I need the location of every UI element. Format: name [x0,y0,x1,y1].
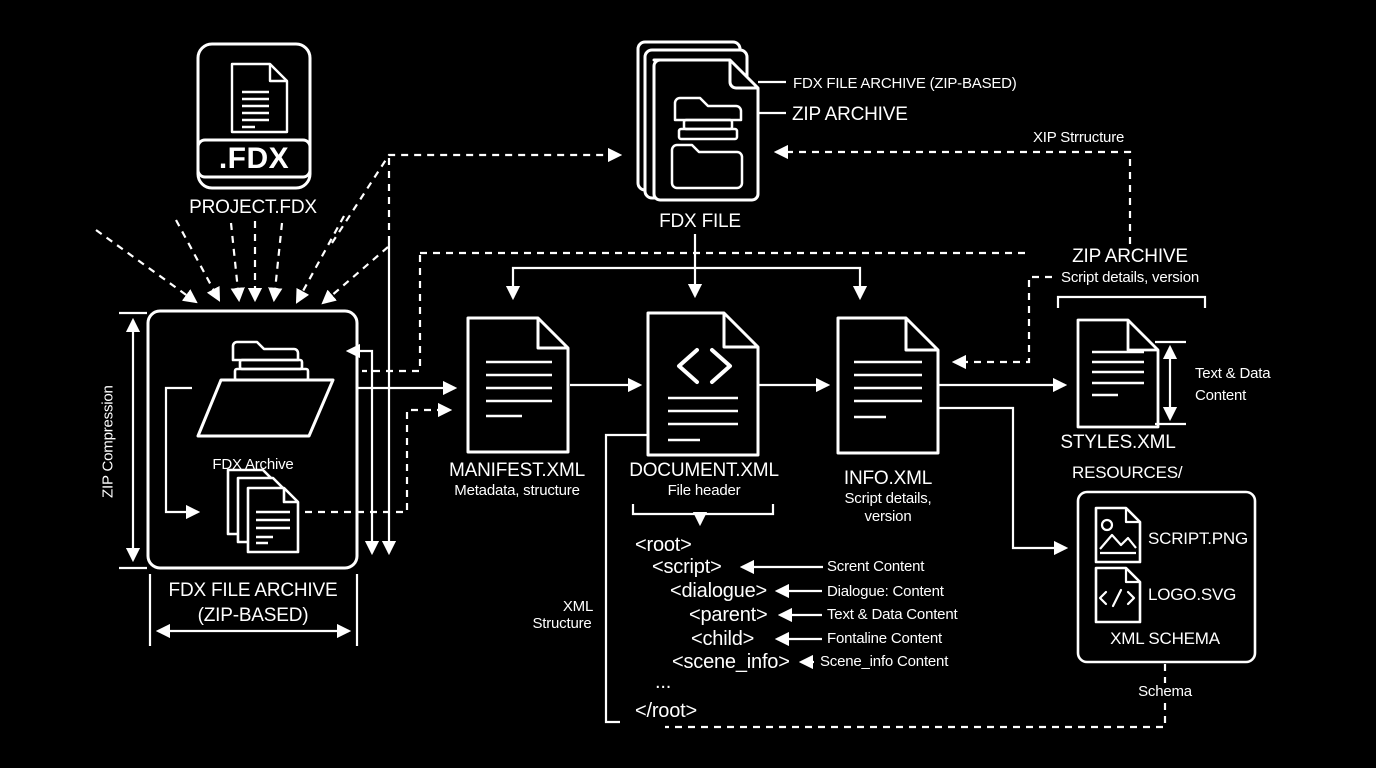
tree-note-dialogue: Dialogue: Content [827,583,944,600]
fdx-archive-label: FDX Archive [212,456,294,473]
image-file-icon [1094,506,1142,564]
resources-box [1076,490,1257,664]
styles-top-bracket [1056,295,1207,308]
manifest-doc-icon [466,316,570,454]
tree-annotation-arrows [739,559,823,670]
code-chevrons-glyph [677,348,732,384]
resources-title: RESOURCES/ [1072,463,1183,482]
tree-tag-child: <child> [691,628,755,650]
tree-tag-scene-info: <scene_info> [672,651,790,673]
styles-title: STYLES.XML [1060,432,1176,453]
fdx-file-stack-icon [636,40,760,202]
schema-label: Schema [1133,683,1197,701]
manifest-subtitle: Metadata, structure [454,482,580,499]
file-header-bracket [631,504,775,527]
tree-note-script: Scrent Content [827,558,925,575]
text-data-measure-line2: Content [1195,387,1247,404]
tree-tag-root-open: <root> [635,534,692,556]
document-title: DOCUMENT.XML [629,460,779,481]
document-subtitle: File header [667,482,741,499]
zip-archive-callout: ZIP ARCHIVE [792,104,908,125]
tree-note-parent: Text & Data Content [827,606,958,623]
tree-tag-root-close: </root> [635,700,697,722]
document-glyph [230,62,289,134]
project-fdx-label: PROJECT.FDX [189,197,317,218]
tree-note-scene-info: Scene_info Content [820,653,949,670]
tree-note-child: Fontaline Content [827,630,943,647]
manifest-title: MANIFEST.XML [449,460,585,481]
fan-dashed-arrows [95,215,389,305]
text-data-measure [1155,340,1186,426]
styles-doc-icon [1076,318,1160,429]
fdx-archive-box [146,309,359,570]
text-data-measure-line1: Text & Data [1195,365,1271,382]
zip-archive-right-title: ZIP ARCHIVE [1072,246,1188,267]
tree-tag-script: <script> [652,556,722,578]
info-doc-icon [836,316,940,455]
fdx-file-archive-callout: FDX FILE ARCHIVE (ZIP-BASED) [793,75,1017,92]
documents-stack-icon [226,468,300,554]
info-subtitle1: Script details, [844,490,932,507]
tree-ellipsis: ... [655,671,672,693]
xip-structure-label: XIP Strructure [1033,129,1125,146]
tree-tag-parent: <parent> [689,604,768,626]
folder-in-file-icon [670,96,744,190]
xml-structure-label-line2: Structure [532,615,592,632]
tree-tag-dialogue: <dialogue> [670,580,767,602]
xml-structure-label-line1: XML [562,598,594,615]
zip-based-measure [148,574,359,646]
zip-compression-label: ZIP Compression [99,385,117,498]
resource-item-logo-svg: LOGO.SVG [1148,585,1237,604]
resource-item-script-png: SCRIPT.PNG [1148,529,1249,548]
dashed-flow-lines [305,144,1167,729]
archive-caption-line1: FDX FILE ARCHIVE [168,580,338,601]
xml-structure-bracket [604,433,647,724]
code-file-icon [1094,566,1142,624]
zip-archive-right-subtitle: Script details, version [1061,269,1199,286]
project-fdx-file-icon [196,42,312,190]
info-subtitle2: version [864,508,912,525]
open-folder-icon [196,340,335,438]
archive-caption-line2: (ZIP-BASED) [197,605,309,626]
xml-schema-label: XML SCHEMA [1110,629,1220,648]
document-doc-icon [646,311,760,457]
info-title: INFO.XML [843,468,933,489]
fdx-file-label: FDX FILE [659,211,741,232]
fdx-badge-label: .FDX [218,142,290,175]
zip-compression-measure [119,311,147,570]
